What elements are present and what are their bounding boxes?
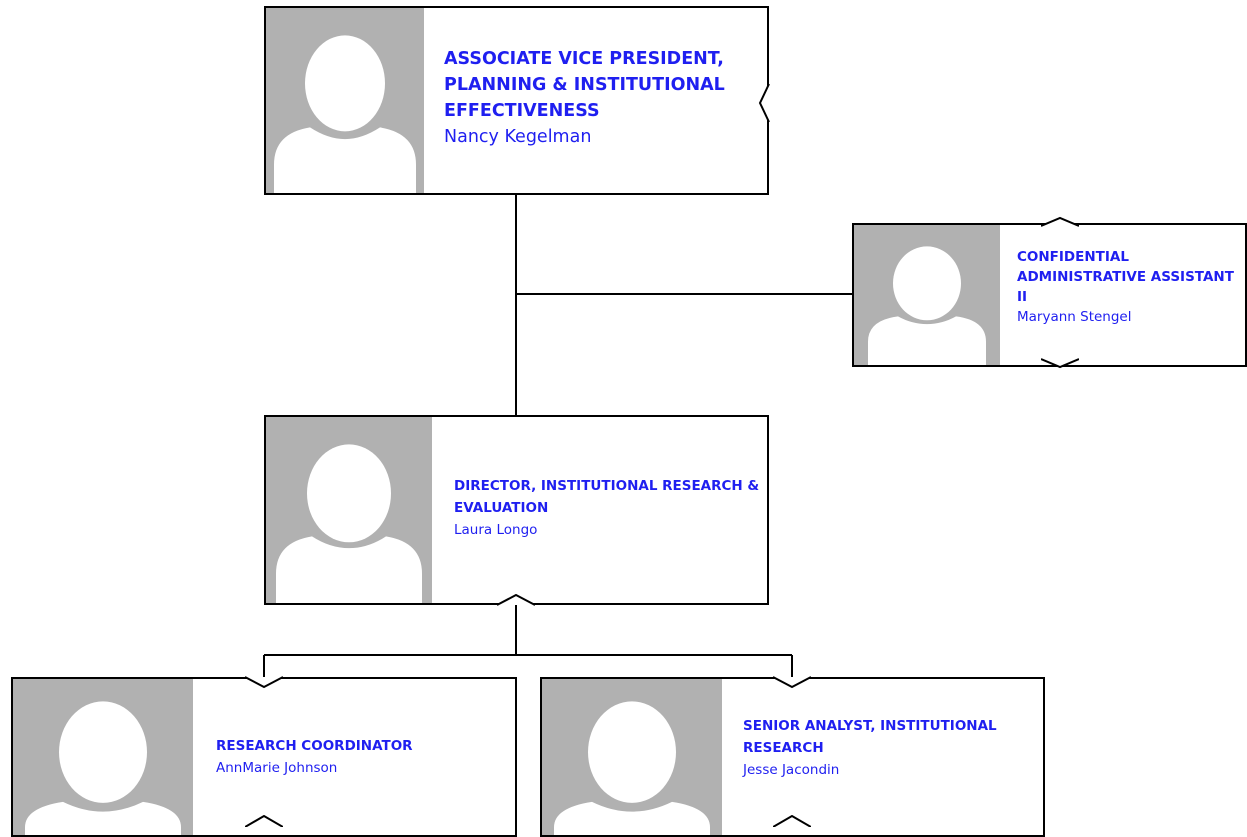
org-card-assistant[interactable]: CONFIDENTIAL ADMINISTRATIVE ASSISTANT II… xyxy=(852,223,1247,367)
position-title: SENIOR ANALYST, INSTITUTIONAL RESEARCH xyxy=(743,718,997,756)
position-title: CONFIDENTIAL ADMINISTRATIVE ASSISTANT II xyxy=(1017,249,1234,305)
employee-name: AnnMarie Johnson xyxy=(216,760,338,776)
expand-down-notch-icon[interactable] xyxy=(773,815,811,827)
org-card-senior-analyst[interactable]: SENIOR ANALYST, INSTITUTIONAL RESEARCH J… xyxy=(540,677,1045,837)
employee-name: Jesse Jacondin xyxy=(743,762,840,778)
org-card-avp[interactable]: ASSOCIATE VICE PRESIDENT, PLANNING & INS… xyxy=(264,6,769,195)
org-card-research-coordinator[interactable]: RESEARCH COORDINATOR AnnMarie Johnson xyxy=(11,677,517,837)
photo-placeholder xyxy=(266,8,424,193)
position-title: ASSOCIATE VICE PRESIDENT, PLANNING & INS… xyxy=(444,49,725,121)
expand-up-notch-icon[interactable] xyxy=(245,675,283,689)
person-silhouette-icon xyxy=(274,35,416,193)
photo-placeholder xyxy=(13,679,193,835)
collapse-children-notch-icon[interactable] xyxy=(497,594,535,608)
position-title: RESEARCH COORDINATOR xyxy=(216,738,413,754)
position-title: DIRECTOR, INSTITUTIONAL RESEARCH & EVALU… xyxy=(454,478,760,516)
photo-placeholder xyxy=(854,225,1000,365)
person-silhouette-icon xyxy=(554,701,710,835)
org-card-director[interactable]: DIRECTOR, INSTITUTIONAL RESEARCH & EVALU… xyxy=(264,415,769,605)
photo-placeholder xyxy=(266,417,432,603)
person-silhouette-icon xyxy=(276,444,422,603)
employee-name: Nancy Kegelman xyxy=(444,127,592,147)
expand-up-notch-icon[interactable] xyxy=(1041,216,1079,230)
employee-name: Maryann Stengel xyxy=(1017,309,1132,325)
photo-placeholder xyxy=(542,679,722,835)
employee-name: Laura Longo xyxy=(454,522,538,538)
person-silhouette-icon xyxy=(25,701,181,835)
expand-right-notch-icon[interactable] xyxy=(757,84,773,122)
person-silhouette-icon xyxy=(868,246,986,365)
expand-down-notch-icon[interactable] xyxy=(1041,356,1079,370)
expand-up-notch-icon[interactable] xyxy=(773,675,811,689)
expand-down-notch-icon[interactable] xyxy=(245,815,283,827)
